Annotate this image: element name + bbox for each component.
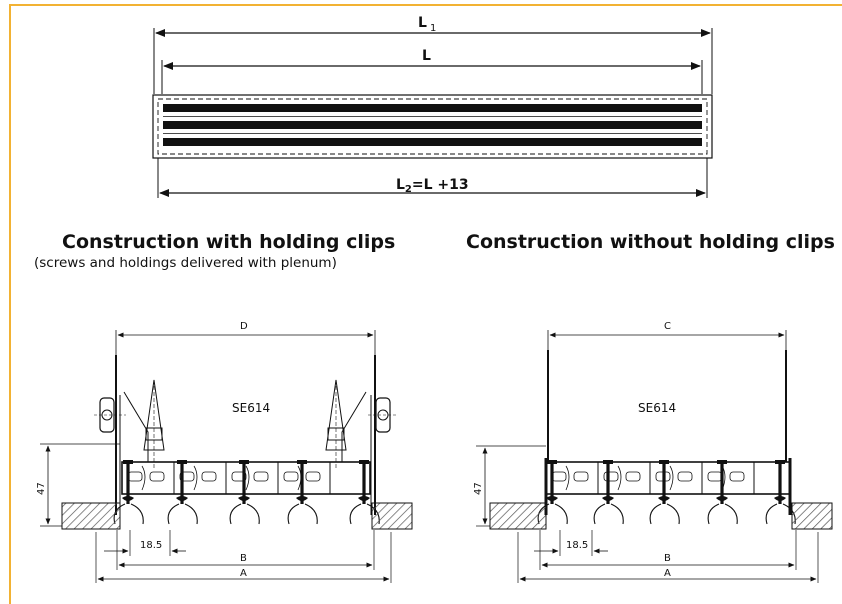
label-l1-sub: 1	[430, 23, 436, 34]
section-with-clips: D SE614	[36, 321, 413, 583]
label-l2: L2=L +13	[396, 177, 469, 195]
frame-border-left	[9, 4, 11, 604]
section-without-clips: C SE614 47 18.5 B	[473, 321, 833, 583]
label-height-left: 47	[36, 482, 47, 495]
subheading-with-clips: (screws and holdings delivered with plen…	[34, 255, 337, 271]
heading-without-clips: Construction without holding clips	[466, 231, 835, 253]
heading-with-clips: Construction with holding clips	[62, 231, 395, 253]
label-slot-left: 18.5	[140, 540, 162, 551]
label-l1: L	[418, 15, 427, 31]
label-l: L	[422, 48, 431, 64]
label-slot-right: 18.5	[566, 540, 588, 551]
ceiling-right-b	[791, 502, 833, 530]
label-b-left: B	[240, 553, 247, 564]
label-d: D	[240, 321, 248, 332]
slot-1	[163, 104, 702, 112]
model-label-right: SE614	[638, 401, 676, 415]
grille-outer-frame	[152, 94, 713, 159]
right-holding-clip	[325, 379, 398, 470]
left-holding-clip	[94, 379, 165, 470]
model-label-left: SE614	[232, 401, 270, 415]
label-b-right: B	[664, 553, 671, 564]
ceiling-left-a	[61, 502, 121, 530]
slot-2	[163, 121, 702, 129]
ceiling-right-a	[489, 502, 547, 530]
frame-border-top	[9, 4, 842, 6]
label-height-right: 47	[473, 482, 484, 495]
label-a-left: A	[240, 568, 247, 579]
label-a-right: A	[664, 568, 671, 579]
ceiling-left-b	[371, 502, 413, 530]
slot-3	[163, 138, 702, 146]
top-view: L 1 L L2=L +13	[152, 15, 713, 198]
label-c: C	[664, 321, 671, 332]
